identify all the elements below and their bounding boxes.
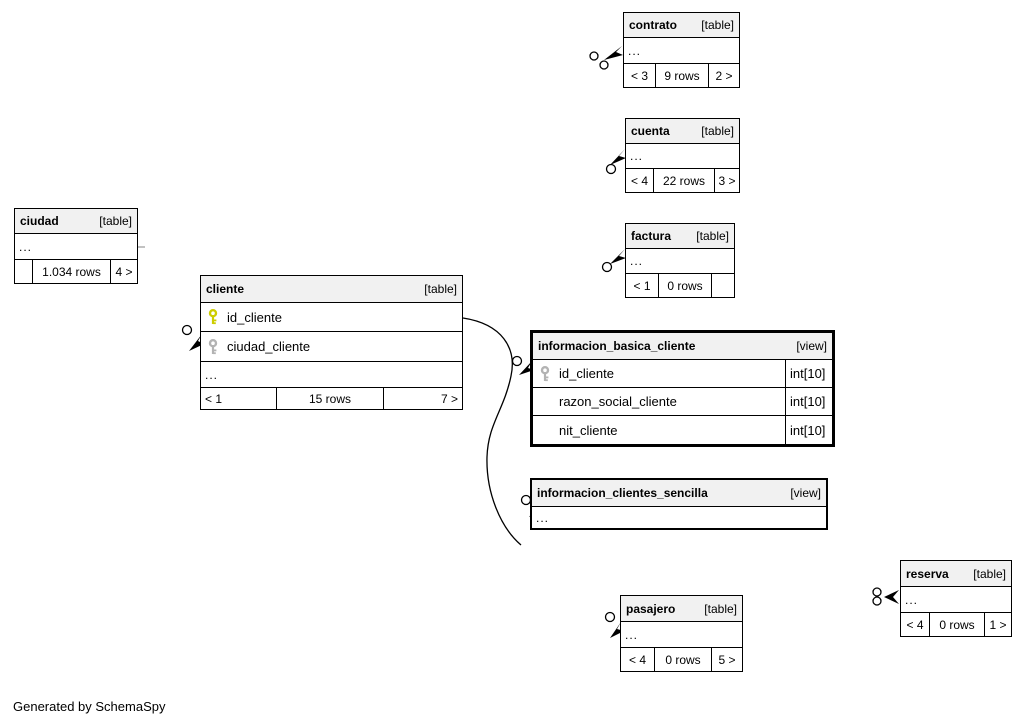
columns-ellipsis: ... bbox=[626, 249, 734, 274]
entity-name: informacion_clientes_sencilla bbox=[537, 486, 708, 500]
column-type: int[10] bbox=[785, 360, 832, 387]
row-count: 15 rows bbox=[277, 388, 384, 409]
entity-name: informacion_basica_cliente bbox=[538, 339, 696, 353]
children-count: 1 > bbox=[989, 617, 1007, 632]
entity-footer: < 1 15 rows 7 > bbox=[201, 388, 462, 409]
entity-name: contrato bbox=[629, 18, 677, 32]
entity-factura[interactable]: factura [table] ... < 1 0 rows bbox=[625, 223, 735, 298]
parents-count: < 4 bbox=[901, 613, 930, 636]
entity-name: ciudad bbox=[20, 214, 59, 228]
entity-header: contrato [table] bbox=[624, 13, 739, 38]
children-count: 3 > bbox=[718, 173, 736, 188]
entity-kind: [table] bbox=[99, 214, 132, 228]
entity-header: informacion_clientes_sencilla [view] bbox=[532, 480, 826, 507]
entity-kind: [table] bbox=[701, 124, 734, 138]
connector-cuenta bbox=[605, 149, 626, 175]
parents-count: < 1 bbox=[201, 388, 277, 409]
column-row-id-cliente[interactable]: id_cliente int[10] bbox=[533, 360, 832, 388]
row-count: 9 rows bbox=[656, 64, 709, 87]
entity-kind: [table] bbox=[424, 282, 457, 296]
children-count: 7 > bbox=[440, 391, 458, 406]
connector-factura bbox=[601, 249, 626, 273]
generator-credit: Generated by SchemaSpy bbox=[13, 699, 166, 714]
column-type: int[10] bbox=[785, 416, 832, 444]
entity-header: cliente [table] bbox=[201, 276, 462, 303]
columns-ellipsis: ... bbox=[624, 38, 739, 64]
entity-footer: < 4 0 rows 1 > bbox=[901, 613, 1011, 636]
entity-kind: [table] bbox=[701, 18, 734, 32]
column-row-nit-cliente[interactable]: nit_cliente int[10] bbox=[533, 416, 832, 444]
entity-name: cuenta bbox=[631, 124, 670, 138]
entity-header: factura [table] bbox=[626, 224, 734, 249]
entity-footer: < 4 0 rows 5 > bbox=[621, 648, 742, 671]
entity-kind: [view] bbox=[790, 486, 821, 500]
entity-kind: [view] bbox=[796, 339, 827, 353]
children-count: 4 > bbox=[115, 264, 133, 279]
parents-count bbox=[15, 260, 33, 283]
column-type: int[10] bbox=[785, 388, 832, 415]
entity-header: ciudad [table] bbox=[15, 209, 137, 234]
row-count: 0 rows bbox=[659, 274, 712, 297]
row-count: 0 rows bbox=[930, 613, 985, 636]
columns-ellipsis: ... bbox=[626, 144, 739, 169]
entity-ciudad[interactable]: ciudad [table] ... 1.034 rows 4 > bbox=[14, 208, 138, 284]
column-row-ciudad-cliente[interactable]: ciudad_cliente bbox=[201, 332, 462, 362]
columns-ellipsis: ... bbox=[15, 234, 137, 260]
columns-ellipsis: ... bbox=[536, 510, 550, 525]
relationship-curve-cliente bbox=[462, 317, 522, 546]
parents-count: < 1 bbox=[626, 274, 659, 297]
entity-kind: [table] bbox=[704, 601, 737, 616]
entity-name: factura bbox=[631, 229, 672, 243]
entity-footer: < 3 9 rows 2 > bbox=[624, 64, 739, 87]
parents-count: < 4 bbox=[626, 169, 654, 192]
entity-cuenta[interactable]: cuenta [table] ... < 4 22 rows 3 > bbox=[625, 118, 740, 193]
children-count bbox=[712, 274, 734, 297]
foreign-key-icon bbox=[207, 338, 219, 355]
entity-footer: 1.034 rows 4 > bbox=[15, 260, 137, 283]
entity-kind: [table] bbox=[696, 229, 729, 243]
column-name: razon_social_cliente bbox=[559, 394, 677, 409]
entity-kind: [table] bbox=[973, 566, 1006, 581]
entity-reserva[interactable]: reserva [table] ... < 4 0 rows 1 > bbox=[900, 560, 1012, 637]
entity-name: pasajero bbox=[626, 601, 676, 616]
entity-header: informacion_basica_cliente [view] bbox=[533, 333, 832, 360]
connector-reserva bbox=[872, 587, 899, 606]
entity-pasajero[interactable]: pasajero [table] ... < 4 0 rows 5 > bbox=[620, 595, 743, 672]
row-count: 0 rows bbox=[655, 648, 712, 671]
columns-ellipsis: ... bbox=[621, 622, 742, 648]
column-name: id_cliente bbox=[559, 366, 614, 381]
entity-informacion-clientes-sencilla[interactable]: informacion_clientes_sencilla [view] ... bbox=[530, 478, 828, 530]
entity-footer: < 1 0 rows bbox=[626, 274, 734, 297]
entity-header: reserva [table] bbox=[901, 561, 1011, 587]
entity-informacion-basica-cliente[interactable]: informacion_basica_cliente [view] id_cli… bbox=[530, 330, 835, 447]
entity-contrato[interactable]: contrato [table] ... < 3 9 rows 2 > bbox=[623, 12, 740, 88]
entity-name: cliente bbox=[206, 282, 245, 296]
column-row-razon-social-cliente[interactable]: razon_social_cliente int[10] bbox=[533, 388, 832, 416]
children-count: 2 > bbox=[715, 68, 733, 83]
parents-count: < 4 bbox=[621, 648, 655, 671]
connector-contrato bbox=[589, 46, 623, 70]
parents-count: < 3 bbox=[624, 64, 656, 87]
columns-ellipsis: ... bbox=[901, 587, 1011, 613]
row-count: 22 rows bbox=[654, 169, 715, 192]
column-name: nit_cliente bbox=[559, 422, 618, 438]
entity-cliente[interactable]: cliente [table] id_cliente bbox=[200, 275, 463, 410]
column-row-id-cliente[interactable]: id_cliente bbox=[201, 303, 462, 332]
entity-header: pasajero [table] bbox=[621, 596, 742, 622]
children-count: 5 > bbox=[718, 652, 736, 667]
row-count: 1.034 rows bbox=[33, 260, 111, 283]
column-name: ciudad_cliente bbox=[227, 339, 311, 354]
column-name: id_cliente bbox=[227, 309, 282, 325]
primary-key-icon bbox=[207, 309, 219, 325]
entity-header: cuenta [table] bbox=[626, 119, 739, 144]
columns-ellipsis: ... bbox=[201, 362, 462, 388]
entity-name: reserva bbox=[906, 566, 949, 581]
entity-footer: < 4 22 rows 3 > bbox=[626, 169, 739, 192]
foreign-key-icon bbox=[539, 365, 551, 382]
